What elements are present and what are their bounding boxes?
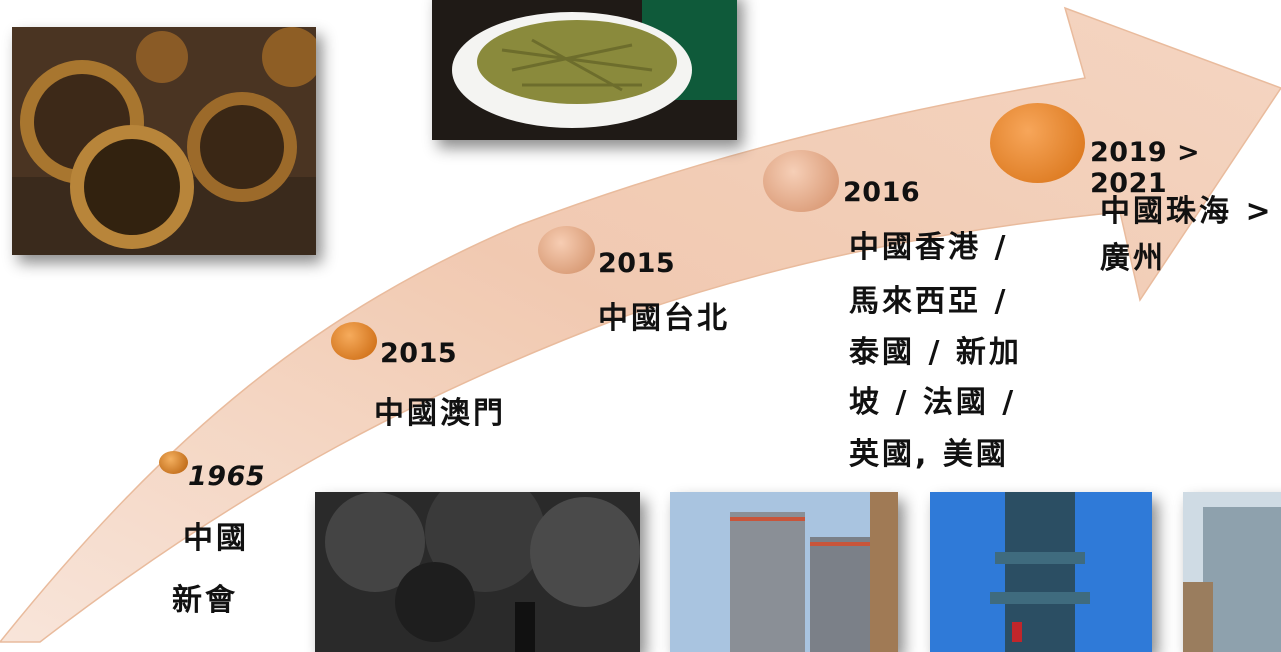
tea-citrus-photo [12,27,316,255]
place-2016-line1: 中國香港 / [849,230,1009,265]
green-tea-photo [432,0,737,140]
place-macau: 中國澳門 [374,396,506,431]
place-taipei: 中國台北 [598,301,730,336]
place-2016-line3: 泰國 / 新加 [849,335,1022,370]
year-2019-2021: 2019 > 2021 [1090,137,1201,199]
milestone-dot-2015-macau [331,322,377,360]
place-2016-line5: 英國, 美國 [849,437,1009,472]
milestone-dot-2019 [990,103,1085,183]
milestone-dot-1965 [159,451,188,474]
milestone-dot-2016 [763,150,839,212]
place-2016-line2: 馬來西亞 / [849,284,1009,319]
milestone-dot-2015-taipei [538,226,595,274]
year-2016: 2016 [843,177,921,208]
building-photo-1 [670,492,898,652]
place-1965-line2: 新會 [172,583,238,618]
place-2016-line4: 坡 / 法國 / [849,385,1017,420]
year-2015-taipei: 2015 [598,248,676,279]
year-1965: 1965 [188,461,266,492]
building-photo-2 [930,492,1152,652]
place-1965-line1: 中國 [183,521,249,556]
place-2019-line2: 廣州 [1100,241,1166,276]
year-2015-macau: 2015 [380,338,458,369]
building-photo-3 [1183,492,1281,652]
tree-photo [315,492,640,652]
place-2019-line1: 中國珠海 > [1100,194,1274,229]
